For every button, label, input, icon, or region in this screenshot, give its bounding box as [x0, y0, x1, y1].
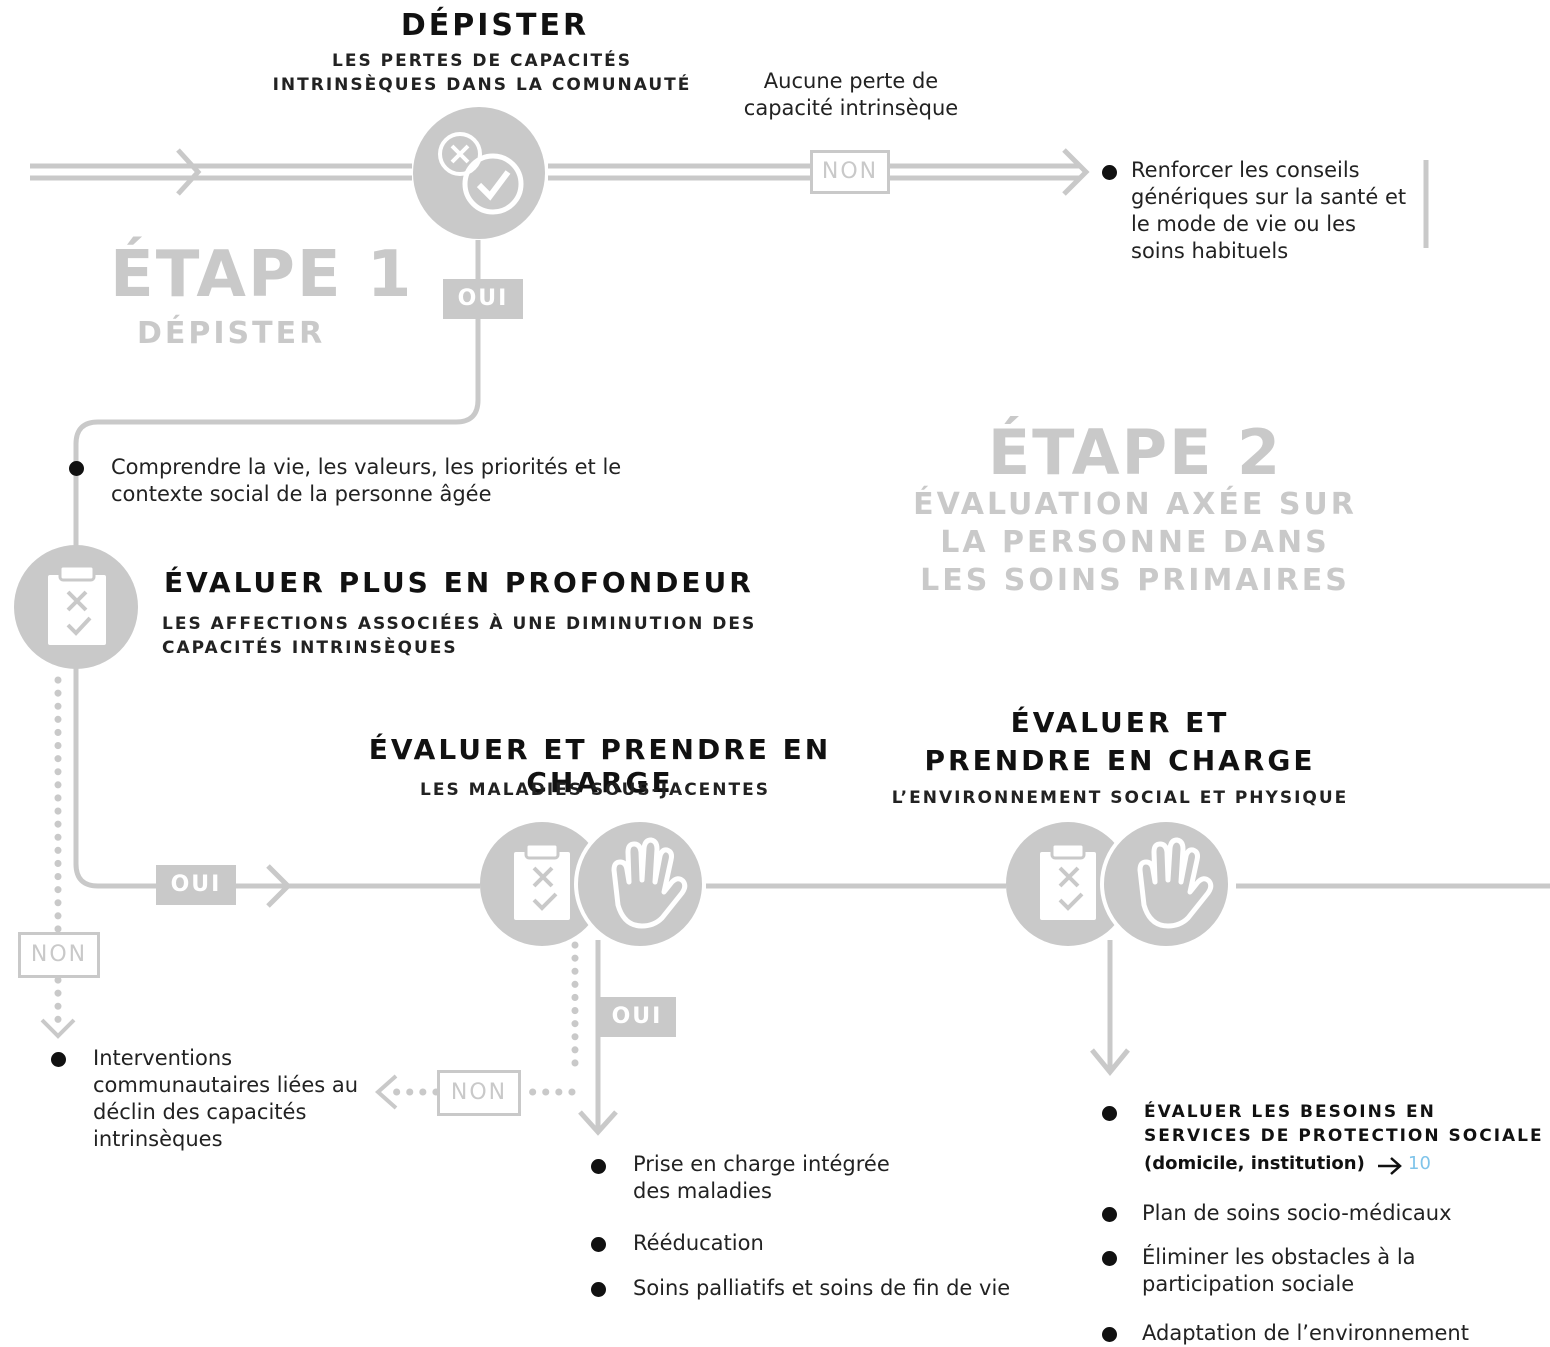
- social-services-note: (domicile, institution): [1144, 1153, 1365, 1174]
- yes-tag: OUI: [156, 865, 236, 905]
- deep-eval-subtitle: LES AFFECTIONS ASSOCIÉES À UNE DIMINUTIO…: [162, 614, 757, 658]
- diseases-title: ÉVALUER ET PRENDRE EN CHARGE: [368, 733, 832, 799]
- hand-icon: [574, 818, 706, 950]
- environment-subtitle: L’ENVIRONNEMENT SOCIAL ET PHYSIQUE: [891, 788, 1349, 808]
- understand-person-text: Comprendre la vie, les valeurs, les prio…: [111, 455, 622, 506]
- arrow-down-icon: [1090, 1048, 1130, 1076]
- bullet: [51, 1052, 66, 1067]
- diseases-subtitle: LES MALADIES SOUS-JACENTES: [420, 780, 770, 800]
- step1-circle: [413, 107, 545, 239]
- bullet: [69, 461, 84, 476]
- arrow-left-icon: [374, 1074, 398, 1110]
- bullet: [591, 1159, 606, 1174]
- step2-sublabel: ÉVALUATION AXÉE SUR LA PERSONNE DANS LES…: [913, 487, 1357, 598]
- yes-tag: OUI: [443, 279, 523, 319]
- arrow-right-icon: [176, 148, 202, 196]
- disease-action-1: Prise en charge intégrée des maladies: [633, 1152, 890, 1203]
- bullet: [591, 1282, 606, 1297]
- step1-label: ÉTAPE 1: [110, 238, 414, 312]
- reinforce-advice-text: Renforcer les conseils génériques sur la…: [1131, 158, 1407, 263]
- no-tag: NON: [437, 1070, 521, 1116]
- environment-adaptation-text: Adaptation de l’environnement: [1142, 1321, 1469, 1345]
- yes-tag: OUI: [598, 997, 676, 1037]
- bullet: [1102, 1106, 1117, 1121]
- community-interventions-text: Interventions communautaires liées au dé…: [93, 1046, 359, 1151]
- disease-action-2: Rééducation: [633, 1231, 764, 1255]
- bullet: [1102, 1251, 1117, 1266]
- no-tag: NON: [18, 932, 100, 978]
- disease-action-3: Soins palliatifs et soins de fin de vie: [633, 1276, 1011, 1300]
- step1-title: DÉPISTER: [400, 8, 590, 43]
- step2-label: ÉTAPE 2: [987, 416, 1283, 489]
- arrow-right-icon: [1378, 1157, 1402, 1175]
- clipboard-icon: [480, 822, 604, 946]
- bullet: [1102, 1327, 1117, 1342]
- environment-title: ÉVALUER ET PRENDRE EN CHARGE: [924, 706, 1316, 777]
- arrow-down-icon: [40, 1018, 76, 1039]
- social-services-title: ÉVALUER LES BESOINS EN SERVICES DE PROTE…: [1144, 1102, 1544, 1146]
- hand-icon: [1100, 818, 1232, 950]
- no-tag: NON: [810, 150, 890, 194]
- step1-sublabel: DÉPISTER: [137, 316, 326, 351]
- arrow-down-icon: [578, 1110, 618, 1136]
- bullet: [1102, 1207, 1117, 1222]
- remove-obstacles-text: Éliminer les obstacles à la participatio…: [1142, 1245, 1416, 1296]
- clipboard-icon: [1006, 822, 1130, 946]
- bullet: [1102, 165, 1117, 180]
- bullet: [591, 1237, 606, 1252]
- no-loss-label: Aucune perte de capacité intrinsèque: [743, 69, 959, 120]
- arrow-right-icon: [1062, 148, 1090, 196]
- care-plan-text: Plan de soins socio-médicaux: [1142, 1201, 1452, 1225]
- reference-link[interactable]: 10: [1408, 1153, 1431, 1174]
- clipboard-icon: [14, 545, 138, 669]
- deep-eval-title: ÉVALUER PLUS EN PROFONDEUR: [164, 566, 754, 599]
- step1-subtitle: LES PERTES DE CAPACITÉS INTRINSÈQUES DAN…: [272, 51, 692, 95]
